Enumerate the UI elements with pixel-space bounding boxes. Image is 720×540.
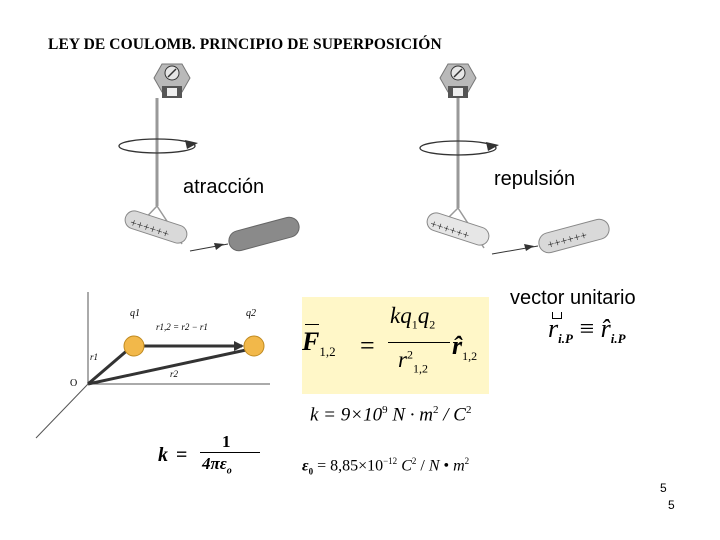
diagram-r2: r2	[170, 369, 179, 379]
charged-rod-positive: ++++++	[124, 210, 188, 244]
label-unit-vector: vector unitario	[510, 287, 636, 309]
charged-rod-positive-2: ++++++	[538, 218, 610, 254]
label-repulsion: repulsión	[494, 168, 576, 190]
torsion-balance-icon	[439, 63, 477, 208]
rotation-arrow-icon	[419, 140, 499, 156]
page-number-top: 5	[660, 481, 667, 495]
torsion-balance-repulsion: ++++++ ++++++	[419, 63, 610, 255]
formula-epsilon-value: ε0 = 8,85×10−12 C2 / N • m2	[302, 456, 470, 477]
diagram-r12: r1,2 = r2 − r1	[156, 322, 208, 332]
label-attraction: atracción	[183, 176, 265, 198]
diagram-origin: O	[70, 378, 77, 389]
superposition-vector-diagram: q1 q2 O r1 r2 r1,2 = r2 − r1	[35, 292, 270, 439]
force-symbol: F1,2	[302, 327, 336, 360]
rotation-arrow-icon	[118, 138, 198, 154]
formula-k-value: k = 9×109 N · m2 / C2	[310, 404, 472, 426]
coulomb-formula-box: F1,2 = kq1q2 r21,2 r̂1,2	[302, 297, 489, 394]
page-number-bottom: 5	[668, 498, 675, 512]
charged-rod-positive: ++++++	[426, 212, 490, 246]
charged-rod-negative	[228, 216, 300, 252]
torsion-balance-attraction: ++++++	[118, 63, 300, 252]
formula-unit-vector: ri.P ≡ r̂i.P	[548, 314, 626, 347]
torsion-balance-icon	[153, 63, 191, 206]
charge-sphere-icon	[243, 335, 265, 357]
diagram-r1: r1	[90, 352, 98, 362]
diagram-q2: q2	[246, 308, 256, 319]
diagram-q1: q1	[130, 308, 140, 319]
vector-arrow-marker	[552, 312, 562, 319]
charge-sphere-icon	[123, 335, 145, 357]
slide-title: LEY DE COULOMB. PRINCIPIO DE SUPERPOSICI…	[48, 36, 442, 53]
